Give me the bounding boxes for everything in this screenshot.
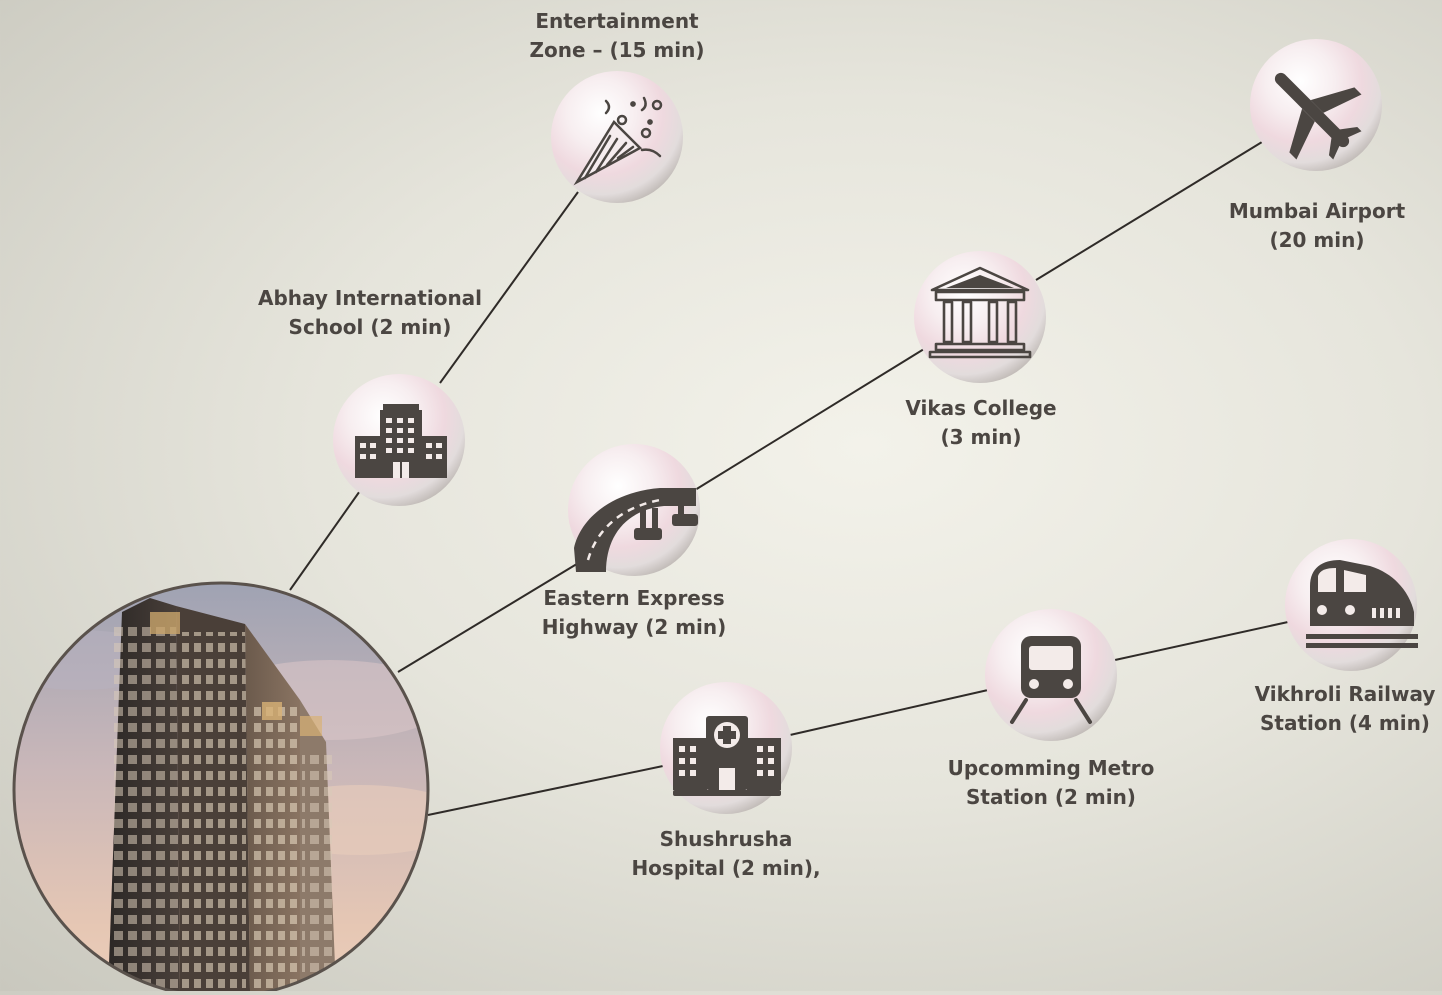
party-popper-icon: [573, 96, 663, 186]
connector-lines: [289, 141, 1289, 816]
property-photo: [12, 581, 430, 995]
label-line: Vikas College: [905, 396, 1057, 420]
label-line: Entertainment: [535, 9, 699, 33]
label-line: Eastern Express: [543, 586, 725, 610]
label-line: Station (4 min): [1260, 711, 1430, 735]
label-school: Abhay International School (2 min): [236, 284, 504, 342]
label-railway: Vikhroli Railway Station (4 min): [1248, 680, 1442, 738]
hospital-icon: [673, 716, 781, 796]
label-line: School (2 min): [288, 315, 452, 339]
label-line: Vikhroli Railway: [1254, 682, 1436, 706]
line-property-to-school: [289, 487, 363, 591]
label-line: Abhay International: [257, 286, 483, 310]
label-college: Vikas College (3 min): [871, 394, 1091, 452]
line-property-to-highway: [397, 555, 591, 673]
college-pillars-icon: [928, 266, 1032, 359]
label-line: Shushrusha: [659, 827, 793, 851]
line-college-to-airport: [1035, 141, 1263, 281]
label-line: Station (2 min): [966, 785, 1136, 809]
label-line: (20 min): [1269, 228, 1365, 252]
line-school-to-entertainment: [439, 191, 579, 384]
label-line: Highway (2 min): [541, 615, 727, 639]
label-line: Mumbai Airport: [1228, 199, 1406, 223]
line-highway-to-college: [694, 348, 925, 491]
label-line: Hospital (2 min),: [631, 856, 821, 880]
label-entertainment: Entertainment Zone – (15 min): [517, 7, 717, 65]
highway-road-icon: [574, 488, 698, 572]
train-icon: [1306, 560, 1418, 648]
metro-train-icon: [1010, 636, 1092, 724]
pearl-college: [914, 251, 1046, 383]
line-property-to-hospital: [427, 765, 664, 816]
label-hospital: Shushrusha Hospital (2 min),: [606, 825, 846, 883]
label-line: (3 min): [940, 425, 1022, 449]
line-hospital-to-metro: [789, 689, 989, 736]
school-building-icon: [355, 404, 447, 478]
airplane-icon: [1274, 72, 1362, 160]
label-airport: Mumbai Airport (20 min): [1206, 197, 1428, 255]
label-metro: Upcomming Metro Station (2 min): [926, 754, 1176, 812]
line-metro-to-railway: [1114, 621, 1289, 661]
label-highway: Eastern Express Highway (2 min): [514, 584, 754, 642]
label-line: Zone – (15 min): [529, 38, 705, 62]
label-line: Upcomming Metro: [947, 756, 1155, 780]
